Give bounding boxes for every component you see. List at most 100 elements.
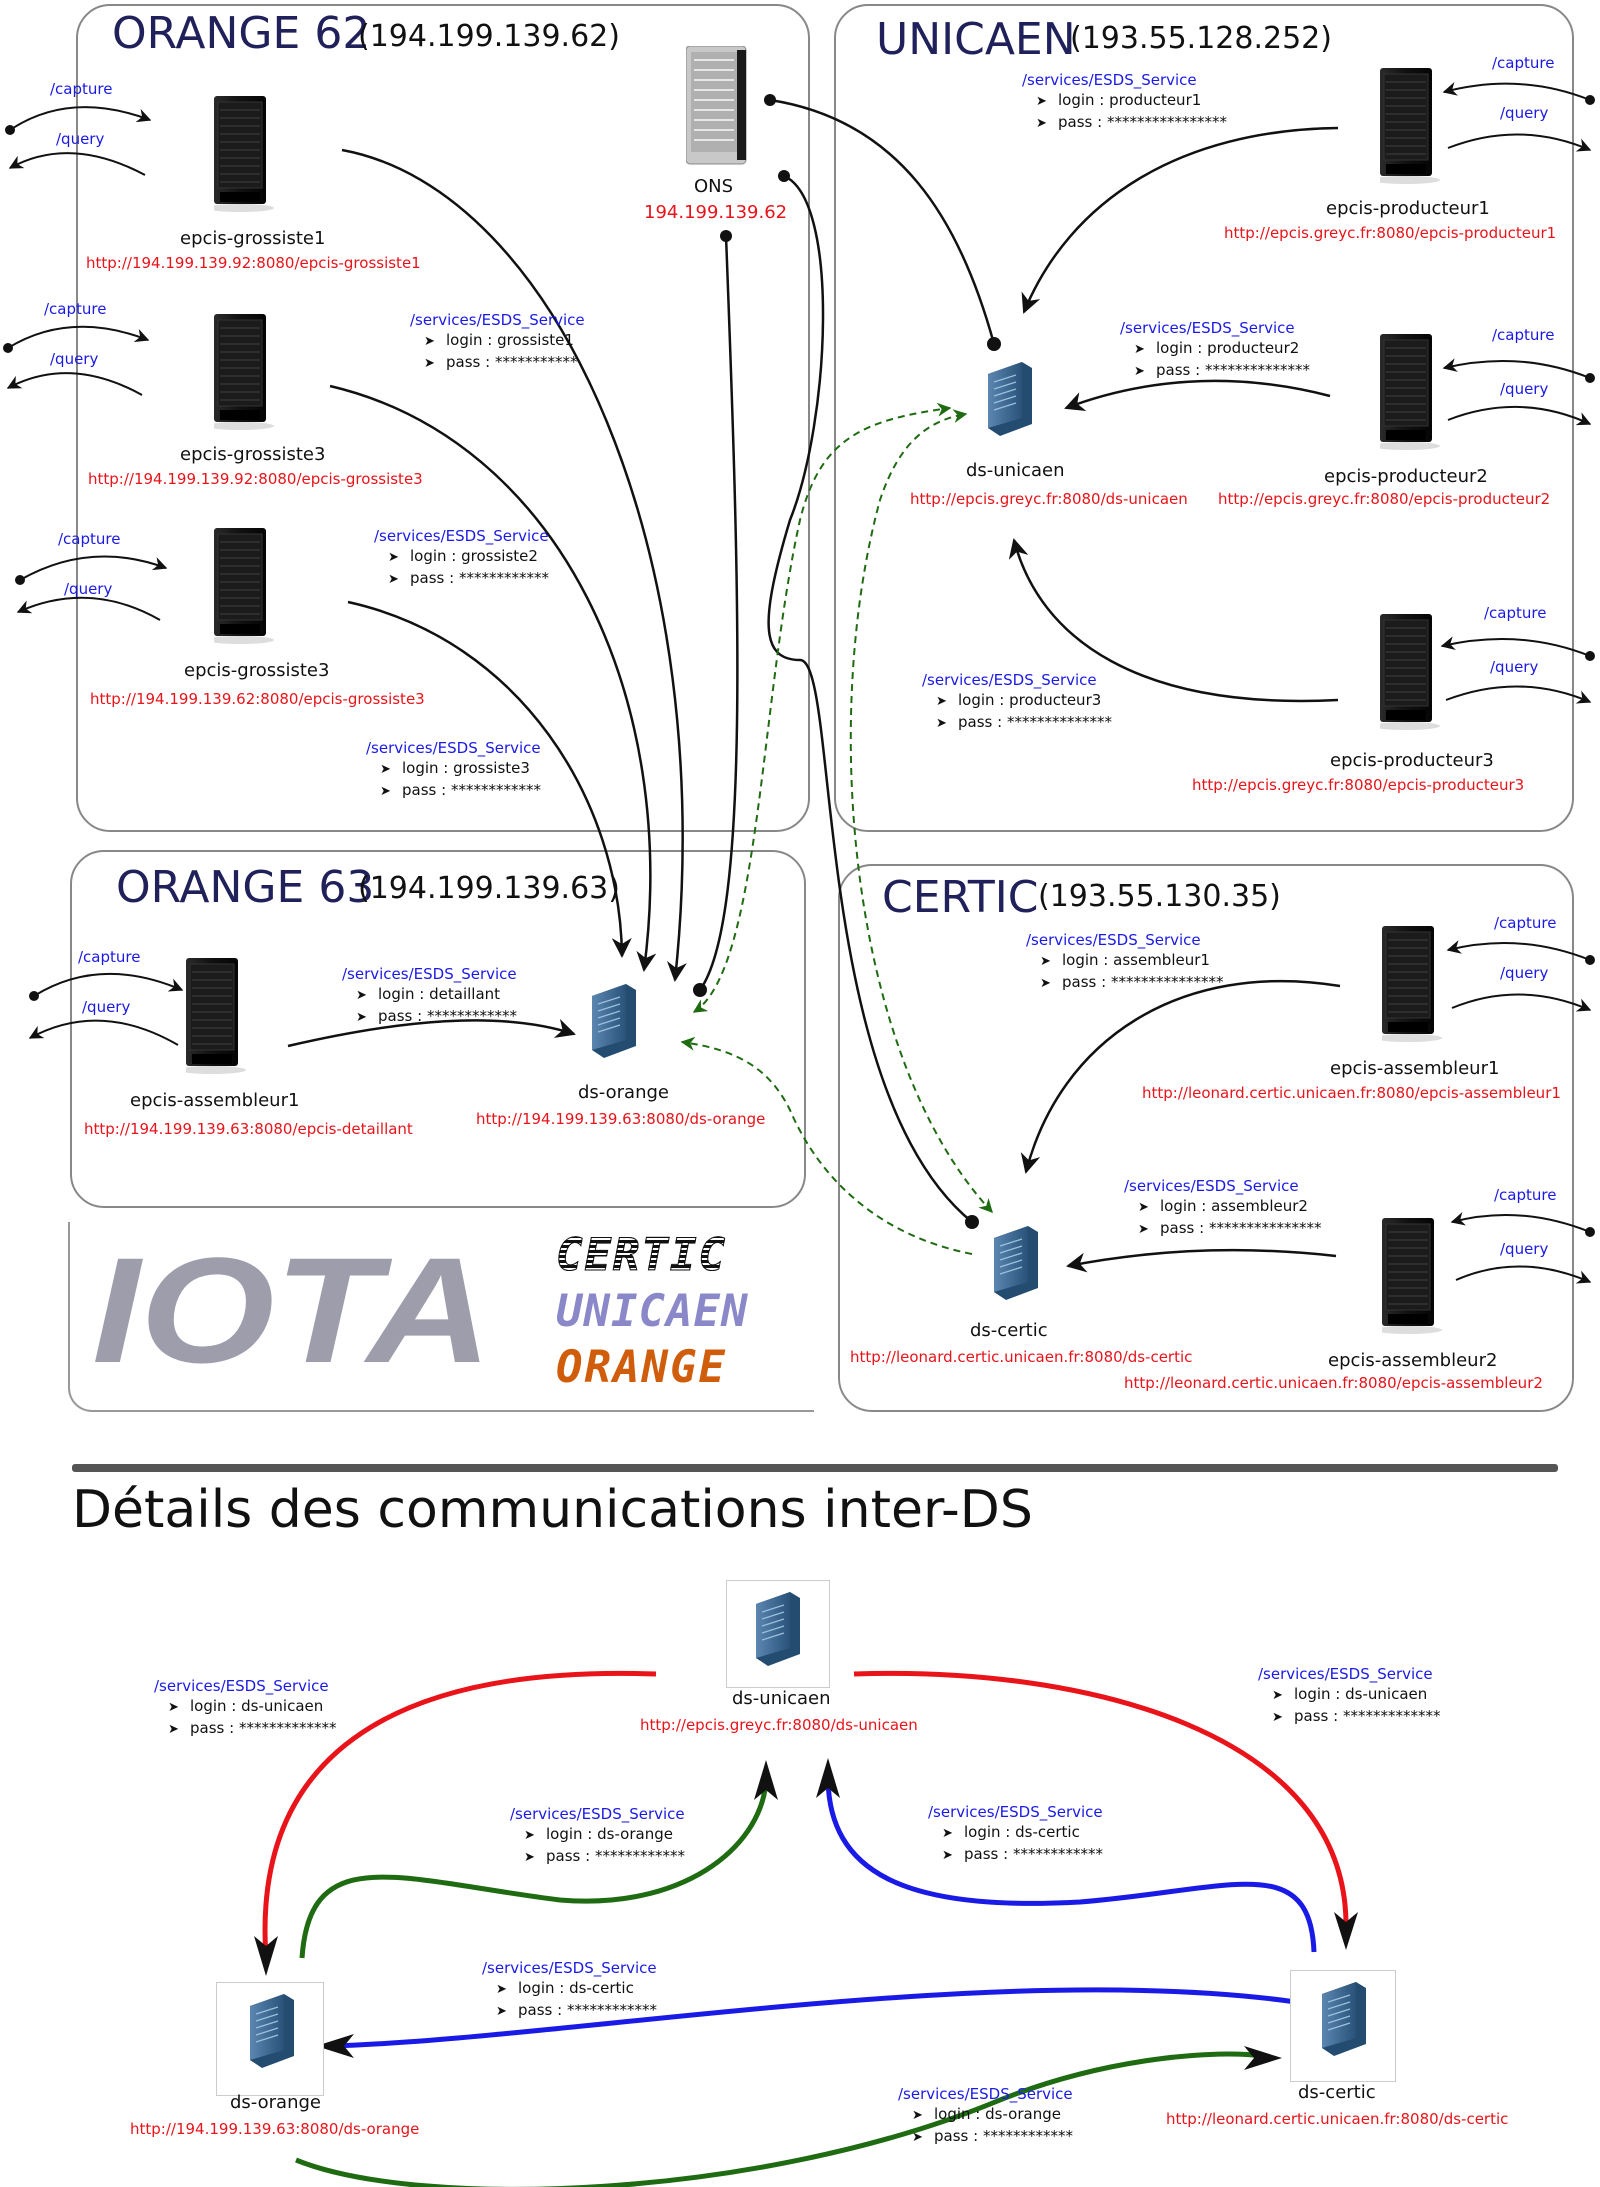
epcis-assembleur1-orange-server [186,958,247,1075]
epcis-url-g3b[interactable]: http://194.199.139.62:8080/epcis-grossis… [90,690,425,708]
service-link[interactable]: /services/ESDS_Service [1026,931,1201,949]
epcis-name-g3a: epcis-grossiste3 [180,444,326,465]
service-annotation-detaillant: /services/ESDS_Service ➤login : detailla… [342,964,517,1028]
detail-ds-certic-url[interactable]: http://leonard.certic.unicaen.fr:8080/ds… [1166,2110,1509,2128]
query-link-g3a[interactable]: /query [50,350,99,368]
service-annotation-grossiste3: /services/ESDS_Service ➤login : grossist… [366,738,541,802]
pass-row: ➤pass : ************** [936,713,1112,731]
login-row: ➤login : detaillant [356,985,501,1003]
service-link[interactable]: /services/ESDS_Service [1258,1665,1433,1683]
capture-link-a1c[interactable]: /capture [1494,914,1557,932]
capture-link-g1[interactable]: /capture [50,80,113,98]
pass-row: ➤pass : ************ [942,1845,1103,1863]
service-link[interactable]: /services/ESDS_Service [1120,319,1295,337]
pass-row: ➤pass : *********** [424,353,578,371]
capture-link-p1[interactable]: /capture [1492,54,1555,72]
service-link[interactable]: /services/ESDS_Service [410,311,585,329]
service-link[interactable]: /services/ESDS_Service [1124,1177,1299,1195]
pass-row: ➤pass : ************* [168,1719,337,1737]
service-annotation-producteur1: /services/ESDS_Service ➤login : producte… [1022,70,1227,134]
epcis-url-p1[interactable]: http://epcis.greyc.fr:8080/epcis-product… [1224,224,1557,242]
service-annotation-grossiste2: /services/ESDS_Service ➤login : grossist… [374,526,549,590]
service-link[interactable]: /services/ESDS_Service [366,739,541,757]
ds-certic-name: ds-certic [970,1320,1048,1341]
query-link-p2[interactable]: /query [1500,380,1549,398]
pass-row: ➤pass : **************** [1036,113,1227,131]
detail-ds-certic-server [1321,1982,1367,2057]
detail-annotation-certic-to-orange: /services/ESDS_Service ➤login : ds-certi… [482,1958,657,2022]
epcis-url-g1[interactable]: http://194.199.139.92:8080/epcis-grossis… [86,254,421,272]
service-annotation-assembleur1: /services/ESDS_Service ➤login : assemble… [1026,930,1223,994]
login-row: ➤login : producteur1 [1036,91,1202,109]
iota-logo-text: IOTA [92,1232,492,1382]
epcis-name-p2: epcis-producteur2 [1324,466,1488,487]
detail-ds-certic-name: ds-certic [1298,2082,1376,2103]
detail-ds-orange-url[interactable]: http://194.199.139.63:8080/ds-orange [130,2120,420,2138]
login-row: ➤login : grossiste3 [380,759,530,777]
epcis-url-a1c[interactable]: http://leonard.certic.unicaen.fr:8080/ep… [1142,1084,1561,1102]
pass-row: ➤pass : ************ [524,1847,685,1865]
capture-link-p2[interactable]: /capture [1492,326,1555,344]
epcis-name-g3b: epcis-grossiste3 [184,660,330,681]
query-link-a2[interactable]: /query [1500,1240,1549,1258]
ds-unicaen-url[interactable]: http://epcis.greyc.fr:8080/ds-unicaen [910,490,1188,508]
query-link-g3b[interactable]: /query [64,580,113,598]
login-row: ➤login : ds-certic [942,1823,1080,1841]
service-link[interactable]: /services/ESDS_Service [374,527,549,545]
detail-annotation-orange-to-unicaen: /services/ESDS_Service ➤login : ds-orang… [510,1804,685,1868]
ons-ip: 194.199.139.62 [644,202,788,223]
capture-link-a1o[interactable]: /capture [78,948,141,966]
query-link-a1o[interactable]: /query [82,998,131,1016]
certic-logo: CERTIC [556,1230,727,1281]
ds-certic-url[interactable]: http://leonard.certic.unicaen.fr:8080/ds… [850,1348,1193,1366]
service-link[interactable]: /services/ESDS_Service [154,1677,329,1695]
logo-panel [68,1222,814,1412]
ds-certic-server [993,1226,1039,1301]
epcis-url-g3a[interactable]: http://194.199.139.92:8080/epcis-grossis… [88,470,423,488]
capture-link-p3[interactable]: /capture [1484,604,1547,622]
service-link[interactable]: /services/ESDS_Service [1022,71,1197,89]
query-link-p3[interactable]: /query [1490,658,1539,676]
epcis-name-a1o: epcis-assembleur1 [130,1090,300,1111]
service-link[interactable]: /services/ESDS_Service [510,1805,685,1823]
ds-orange-url[interactable]: http://194.199.139.63:8080/ds-orange [476,1110,766,1128]
epcis-url-p2[interactable]: http://epcis.greyc.fr:8080/epcis-product… [1218,490,1551,508]
detail-ds-orange-name: ds-orange [230,2092,321,2113]
login-row: ➤login : assembleur2 [1138,1197,1308,1215]
site-ip-orange63: (194.199.139.63) [358,871,620,906]
service-link[interactable]: /services/ESDS_Service [898,2085,1073,2103]
unicaen-logo: UNICAEN [556,1286,749,1337]
ons-label: ONS [694,176,734,197]
epcis-assembleur1-certic-server [1382,926,1443,1043]
capture-link-a2[interactable]: /capture [1494,1186,1557,1204]
pass-row: ➤pass : *************** [1138,1219,1322,1237]
site-ip-certic: (193.55.130.35) [1038,879,1281,914]
ds-orange-name: ds-orange [578,1082,669,1103]
service-link[interactable]: /services/ESDS_Service [922,671,1097,689]
detail-ds-unicaen-url[interactable]: http://epcis.greyc.fr:8080/ds-unicaen [640,1716,918,1734]
query-link-a1c[interactable]: /query [1500,964,1549,982]
epcis-url-a2[interactable]: http://leonard.certic.unicaen.fr:8080/ep… [1124,1374,1543,1392]
service-annotation-producteur2: /services/ESDS_Service ➤login : producte… [1120,318,1310,382]
capture-link-g3b[interactable]: /capture [58,530,121,548]
site-title-orange62: ORANGE 62 [112,8,371,59]
service-link[interactable]: /services/ESDS_Service [342,965,517,983]
login-row: ➤login : ds-orange [524,1825,673,1843]
query-link-p1[interactable]: /query [1500,104,1549,122]
capture-link-g3a[interactable]: /capture [44,300,107,318]
login-row: ➤login : grossiste2 [388,547,538,565]
site-title-orange63: ORANGE 63 [116,862,375,913]
service-annotation-assembleur2: /services/ESDS_Service ➤login : assemble… [1124,1176,1321,1240]
epcis-url-a1o[interactable]: http://194.199.139.63:8080/epcis-detaill… [84,1120,413,1138]
query-link-g1[interactable]: /query [56,130,105,148]
service-link[interactable]: /services/ESDS_Service [928,1803,1103,1821]
detail-annotation-orange-to-certic: /services/ESDS_Service ➤login : ds-orang… [898,2084,1073,2148]
epcis-grossiste3b-server [214,528,275,645]
pass-row: ➤pass : ************ [912,2127,1073,2145]
epcis-url-p3[interactable]: http://epcis.greyc.fr:8080/epcis-product… [1192,776,1525,794]
service-link[interactable]: /services/ESDS_Service [482,1959,657,1977]
epcis-name-p3: epcis-producteur3 [1330,750,1494,771]
pass-row: ➤pass : ************* [1272,1707,1441,1725]
section-title: Détails des communications inter-DS [72,1480,1033,1540]
